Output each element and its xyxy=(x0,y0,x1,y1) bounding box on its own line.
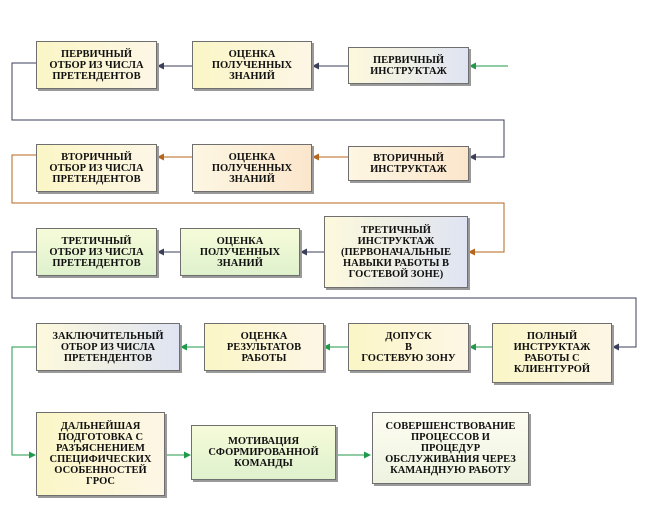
arrow-r3-to-r4 xyxy=(11,251,637,351)
primary-knowledge-assessment-box: ОЦЕНКА ПОЛУЧЕННЫХ ЗНАНИЙ xyxy=(192,41,312,89)
tertiary-knowledge-assessment-box: ОЦЕНКА ПОЛУЧЕННЫХ ЗНАНИЙ xyxy=(180,228,300,276)
work-results-assessment-box: ОЦЕНКА РЕЗУЛЬТАТОВ РАБОТЫ xyxy=(204,323,324,371)
process-improvement-box: СОВЕРШЕНСТВОВАНИЕ ПРОЦЕССОВ И ПРОЦЕДУР О… xyxy=(372,412,529,484)
team-motivation-box: МОТИВАЦИЯ СФОРМИРОВАННОЙ КОМАНДЫ xyxy=(191,425,336,480)
secondary-selection-box: ВТОРИЧНЫЙ ОТБОР ИЗ ЧИСЛА ПРЕТЕНДЕНТОВ xyxy=(36,144,157,192)
tertiary-selection-box: ТРЕТИЧНЫЙ ОТБОР ИЗ ЧИСЛА ПРЕТЕНДЕНТОВ xyxy=(36,228,157,276)
secondary-briefing-box: ВТОРИЧНЫЙ ИНСТРУКТАЖ xyxy=(348,146,469,181)
arrow-r1-to-r2 xyxy=(11,62,505,161)
final-selection-box: ЗАКЛЮЧИТЕЛЬНЫЙ ОТБОР ИЗ ЧИСЛА ПРЕТЕНДЕНТ… xyxy=(36,323,180,371)
tertiary-briefing-box: ТРЕТИЧНЫЙ ИНСТРУКТАЖ (ПЕРВОНАЧАЛЬНЫЕ НАВ… xyxy=(324,216,468,288)
primary-selection-box: ПЕРВИЧНЫЙ ОТБОР ИЗ ЧИСЛА ПРЕТЕНДЕНТОВ xyxy=(36,41,157,89)
arrow-r4-to-r5 xyxy=(11,346,36,459)
secondary-knowledge-assessment-box: ОЦЕНКА ПОЛУЧЕННЫХ ЗНАНИЙ xyxy=(192,144,312,192)
further-training-box: ДАЛЬНЕЙШАЯ ПОДГОТОВКА С РАЗЪЯСНЕНИЕМ СПЕ… xyxy=(36,412,165,496)
arrow-r2-to-r3 xyxy=(11,154,505,256)
guest-zone-admission-box: ДОПУСК В ГОСТЕВУЮ ЗОНУ xyxy=(348,323,469,371)
primary-briefing-box: ПЕРВИЧНЫЙ ИНСТРУКТАЖ xyxy=(348,47,469,84)
full-client-briefing-box: ПОЛНЫЙ ИНСТРУКТАЖ РАБОТЫ С КЛИЕНТУРОЙ xyxy=(492,323,612,383)
